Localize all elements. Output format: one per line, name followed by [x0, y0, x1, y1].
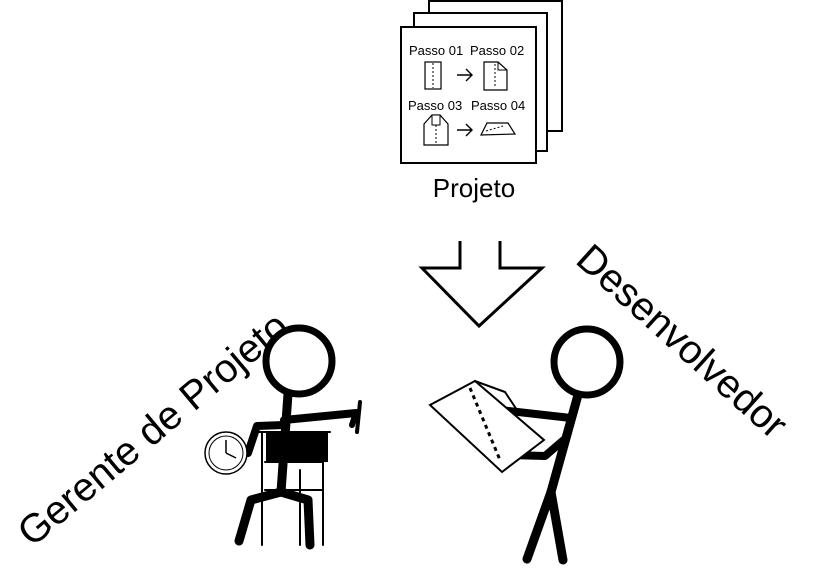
step-02-label: Passo 02 [470, 43, 524, 58]
chair-backrest [266, 432, 328, 462]
step-arrow-1-icon [457, 68, 473, 82]
manager-figure [234, 324, 362, 550]
manager-head [262, 324, 336, 398]
step-03-label: Passo 03 [408, 98, 462, 113]
step-04-label: Passo 04 [471, 98, 525, 113]
step-01-icon [424, 61, 442, 90]
clock-icon [204, 431, 248, 475]
down-arrow-icon [418, 241, 546, 329]
step-04-icon [480, 122, 517, 136]
step-arrow-2-icon [457, 123, 473, 137]
step-01-label: Passo 01 [409, 43, 463, 58]
step-03-icon [423, 114, 449, 146]
project-label: Projeto [433, 173, 515, 203]
developer-figure [496, 325, 624, 565]
held-document-icon [428, 379, 546, 474]
step-02-icon [483, 61, 508, 91]
project-document-stack: Passo 01 Passo 02 Passo 03 Passo 04 [400, 0, 563, 164]
developer-head [550, 325, 624, 399]
